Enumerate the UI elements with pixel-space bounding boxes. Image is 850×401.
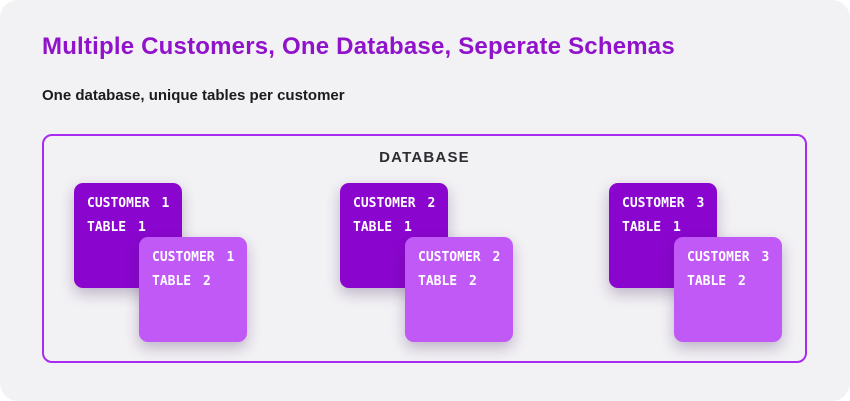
table-box-line: TABLE 2: [687, 274, 746, 289]
table-box-line: CUSTOMER 3: [622, 196, 705, 211]
customer-3-table-2-box: CUSTOMER 3 TABLE 2: [674, 237, 782, 342]
table-box-line: CUSTOMER 2: [418, 250, 501, 265]
table-box-line: TABLE 1: [353, 220, 412, 235]
table-box-line: CUSTOMER 1: [87, 196, 170, 211]
customer-2-table-2-box: CUSTOMER 2 TABLE 2: [405, 237, 513, 342]
table-box-line: TABLE 1: [87, 220, 146, 235]
table-box-line: CUSTOMER 1: [152, 250, 235, 265]
customer-1-table-2-box: CUSTOMER 1 TABLE 2: [139, 237, 247, 342]
customer-2-group: CUSTOMER 2 TABLE 1 CUSTOMER 2 TABLE 2: [340, 183, 514, 343]
table-box-line: CUSTOMER 2: [353, 196, 436, 211]
customer-3-group: CUSTOMER 3 TABLE 1 CUSTOMER 3 TABLE 2: [609, 183, 783, 343]
database-container: DATABASE CUSTOMER 1 TABLE 1 CUSTOMER 1 T…: [42, 134, 807, 363]
page-subtitle: One database, unique tables per customer: [42, 87, 345, 104]
customer-1-table-1-box: CUSTOMER 1 TABLE 1: [74, 183, 182, 288]
customer-1-group: CUSTOMER 1 TABLE 1 CUSTOMER 1 TABLE 2: [74, 183, 248, 343]
table-box-line: TABLE 2: [152, 274, 211, 289]
table-box-line: CUSTOMER 3: [687, 250, 770, 265]
table-box-line: TABLE 2: [418, 274, 477, 289]
database-label: DATABASE: [379, 149, 470, 166]
page-title: Multiple Customers, One Database, Sepera…: [42, 33, 675, 60]
table-box-line: TABLE 1: [622, 220, 681, 235]
